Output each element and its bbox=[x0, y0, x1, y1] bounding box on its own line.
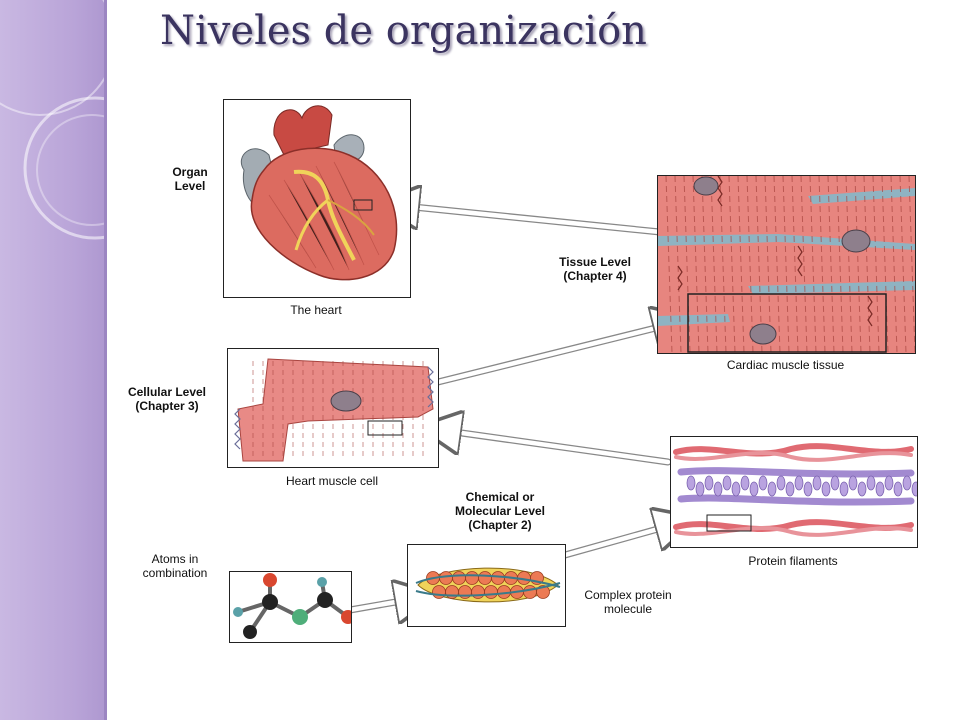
filaments-caption: Protein filaments bbox=[748, 554, 838, 568]
cellular-level-label: Cellular Level (Chapter 3) bbox=[127, 385, 207, 413]
chemical-level-label: Chemical or Molecular Level (Chapter 2) bbox=[454, 490, 546, 532]
cell-illustration bbox=[234, 358, 434, 462]
sidebar-edge bbox=[104, 0, 107, 720]
atoms-caption: Atoms in combination bbox=[142, 552, 208, 580]
tissue-illustration bbox=[658, 176, 915, 353]
heart-image bbox=[223, 99, 411, 298]
page-title: Niveles de organización bbox=[160, 8, 647, 54]
tissue-image bbox=[657, 175, 916, 354]
filaments-image bbox=[670, 436, 918, 548]
filaments-illustration bbox=[673, 443, 917, 537]
cell-image bbox=[227, 348, 439, 468]
tissue-caption: Cardiac muscle tissue bbox=[726, 358, 845, 372]
atoms-image bbox=[229, 571, 352, 643]
sidebar-circles bbox=[0, 0, 106, 240]
heart-caption: The heart bbox=[290, 303, 342, 317]
heart-illustration bbox=[240, 105, 398, 281]
tissue-level-label: Tissue Level (Chapter 4) bbox=[559, 255, 631, 283]
molecule-illustration bbox=[415, 567, 561, 603]
atoms-illustration bbox=[233, 573, 351, 639]
organ-level-label: Organ Level bbox=[172, 165, 208, 193]
cell-caption: Heart muscle cell bbox=[285, 474, 379, 488]
molecule-image bbox=[407, 544, 566, 627]
protein-molecule-caption: Complex protein molecule bbox=[584, 588, 672, 616]
sidebar-decoration bbox=[0, 0, 106, 720]
